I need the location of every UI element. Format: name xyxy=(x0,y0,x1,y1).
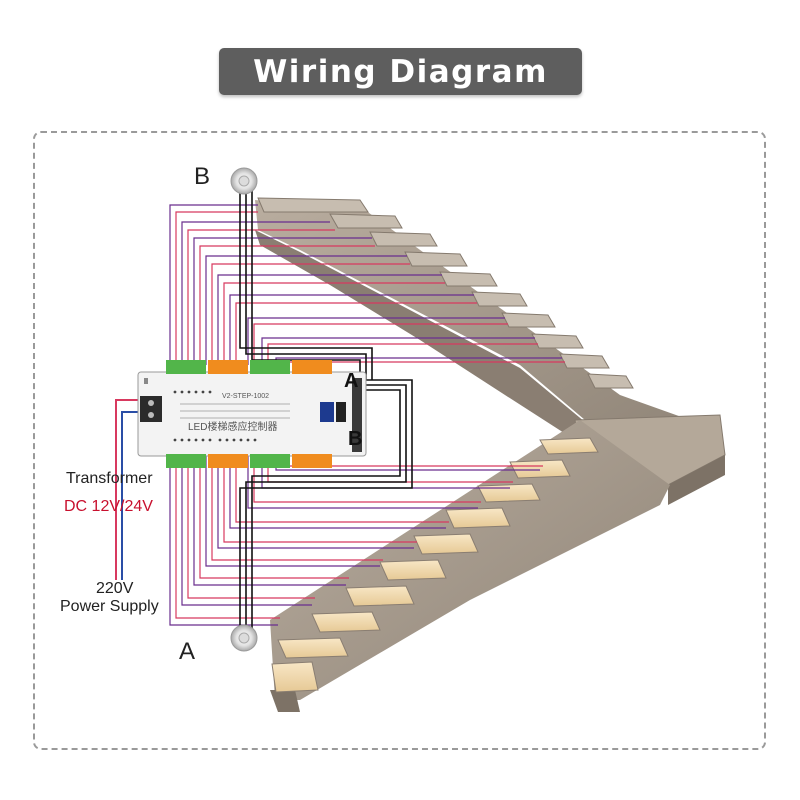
upper-steps xyxy=(257,197,634,389)
led-display-icon xyxy=(320,402,346,422)
sensor-b-label: B xyxy=(194,163,211,190)
controller-b-label: B xyxy=(348,428,363,450)
pir-sensor-icon xyxy=(230,624,258,652)
bottom-terminals xyxy=(166,454,332,468)
pir-sensor-icon xyxy=(230,167,258,195)
controller-box: V2-STEP-1002 LED楼梯感应控制器 xyxy=(137,360,367,468)
status-leds xyxy=(173,390,257,442)
controller-name: LED楼梯感应控制器 xyxy=(188,420,277,433)
sensor-a-label: A xyxy=(179,638,196,665)
top-wire-bundle xyxy=(169,204,565,365)
diagram-frame xyxy=(33,131,766,750)
lower-staircase xyxy=(270,420,670,712)
stair-landing xyxy=(574,414,726,505)
dc-voltage-label: DC 12V/24V xyxy=(64,498,153,515)
lower-steps-lit xyxy=(271,437,599,693)
terminal-block-icon xyxy=(140,396,162,422)
controller-model: V2-STEP-1002 xyxy=(222,393,269,400)
top-terminals xyxy=(166,360,332,374)
controller-a-label: A xyxy=(344,370,359,392)
power-wires xyxy=(115,399,142,580)
power-supply-label: Power Supply xyxy=(60,598,159,615)
transformer-label: Transformer xyxy=(66,470,153,487)
ac-voltage-label: 220V xyxy=(96,580,134,597)
sensor-wires xyxy=(239,190,413,632)
title-banner: Wiring Diagram xyxy=(219,48,582,95)
page-title: Wiring Diagram xyxy=(253,53,548,90)
